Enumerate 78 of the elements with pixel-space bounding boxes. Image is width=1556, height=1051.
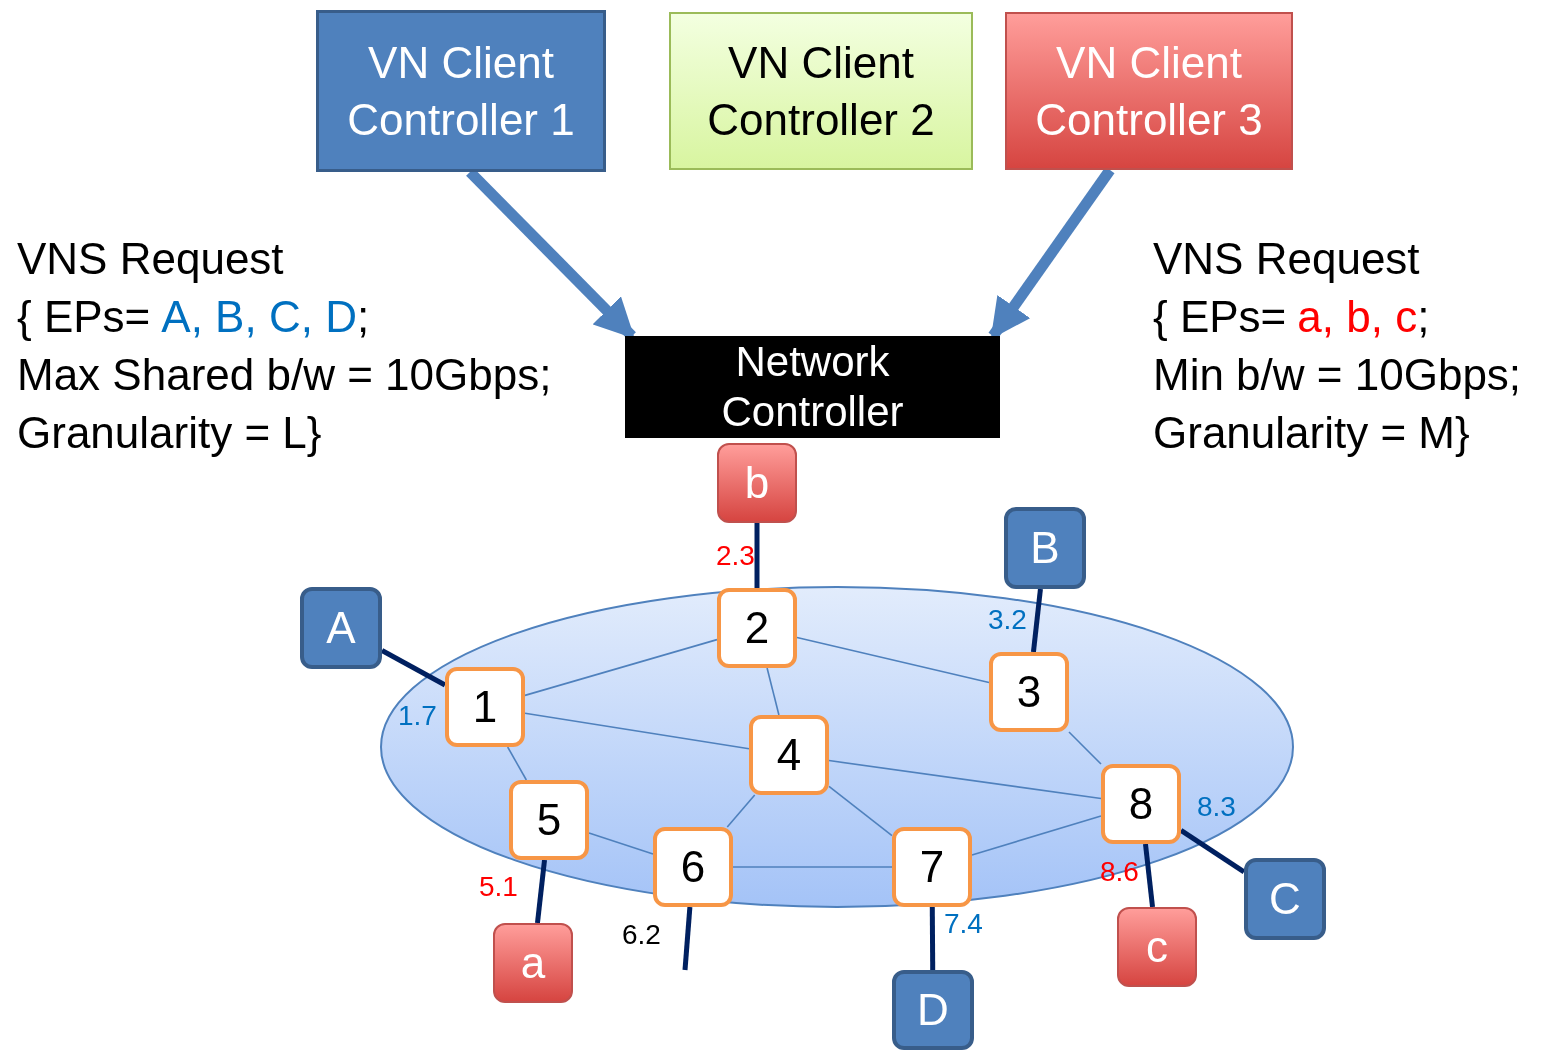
node-label: 7 xyxy=(919,841,945,894)
switch-node xyxy=(989,652,1069,732)
node-label: VN Client Controller 3 xyxy=(1034,36,1264,146)
access-link xyxy=(682,906,693,971)
node-label: 3 xyxy=(1016,666,1042,719)
node-label: 6 xyxy=(680,841,706,894)
link-line xyxy=(588,832,654,855)
switch-node xyxy=(749,715,829,795)
edge-label: 7.4 xyxy=(944,908,983,940)
node-label: C xyxy=(1269,873,1301,926)
edge-label: 6.2 xyxy=(622,919,661,951)
request-text: A, B, C, D xyxy=(161,292,357,341)
node-label: c xyxy=(1146,921,1168,974)
edge-label: 5.1 xyxy=(479,871,518,903)
access-link xyxy=(1179,828,1246,875)
link-line xyxy=(796,636,990,684)
node-label: a xyxy=(520,937,546,990)
endpoint-node xyxy=(493,923,573,1003)
switch-node xyxy=(445,667,525,747)
link-line xyxy=(971,815,1102,856)
node-label: B xyxy=(1030,522,1060,575)
node-label: 8 xyxy=(1128,778,1154,831)
link-line xyxy=(726,794,756,828)
access-link xyxy=(929,907,936,970)
endpoint-node xyxy=(300,587,382,669)
endpoint-node xyxy=(1117,907,1197,987)
node-label: VN Client Controller 2 xyxy=(706,36,936,146)
switch-node xyxy=(1101,764,1181,844)
link-line xyxy=(1068,731,1102,765)
endpoint-node xyxy=(1004,507,1086,589)
client-controller-box xyxy=(1005,12,1293,170)
node-label: A xyxy=(326,602,356,655)
edge-label: 8.3 xyxy=(1197,791,1236,823)
switch-node xyxy=(717,588,797,668)
switch-node xyxy=(509,780,589,860)
link-line xyxy=(828,759,1102,800)
link-line xyxy=(828,785,893,837)
edge-label: 1.7 xyxy=(398,700,437,732)
endpoint-node xyxy=(892,970,974,1050)
access-link xyxy=(380,648,447,688)
access-link xyxy=(535,859,547,924)
link-line xyxy=(766,667,780,716)
request-text: VNS Request xyxy=(1153,234,1420,283)
request-text: Granularity = L} xyxy=(17,408,322,457)
link-line xyxy=(524,712,750,750)
request-text: Max Shared b/w = 10Gbps; xyxy=(17,350,552,399)
endpoint-node xyxy=(717,443,797,523)
node-label: VN Client Controller 1 xyxy=(346,36,576,146)
edge-label: 8.6 xyxy=(1100,856,1139,888)
switch-node xyxy=(892,827,972,907)
node-label: b xyxy=(744,457,770,510)
request-text: ; xyxy=(1417,292,1430,341)
access-link xyxy=(1030,588,1043,653)
edge-label: 2.3 xyxy=(716,540,755,572)
request-text: ; xyxy=(356,292,370,341)
link-line xyxy=(506,746,528,781)
node-label: 2 xyxy=(744,602,770,655)
access-link xyxy=(1143,843,1155,908)
request-text: { EPs= xyxy=(17,292,151,341)
request-text: Min b/w = 10Gbps; xyxy=(1153,350,1522,399)
switch-node xyxy=(653,827,733,907)
link-line xyxy=(524,638,718,697)
node-label: Network Controller xyxy=(720,336,905,437)
client-controller-box xyxy=(669,12,973,170)
node-label: 4 xyxy=(776,729,802,782)
endpoint-node xyxy=(1244,858,1326,940)
node-label: 5 xyxy=(536,794,562,847)
request-text: { EPs= xyxy=(1153,292,1287,341)
client-controller-box xyxy=(316,10,606,172)
node-label: 1 xyxy=(472,681,498,734)
request-text: VNS Request xyxy=(17,234,284,283)
network-controller-box xyxy=(625,336,1000,438)
access-link xyxy=(754,523,760,588)
edge-label: 3.2 xyxy=(988,604,1027,636)
node-label: D xyxy=(917,984,949,1037)
link-line xyxy=(732,866,893,868)
request-text: Granularity = M} xyxy=(1153,408,1470,457)
request-text: a, b, c xyxy=(1297,292,1418,341)
